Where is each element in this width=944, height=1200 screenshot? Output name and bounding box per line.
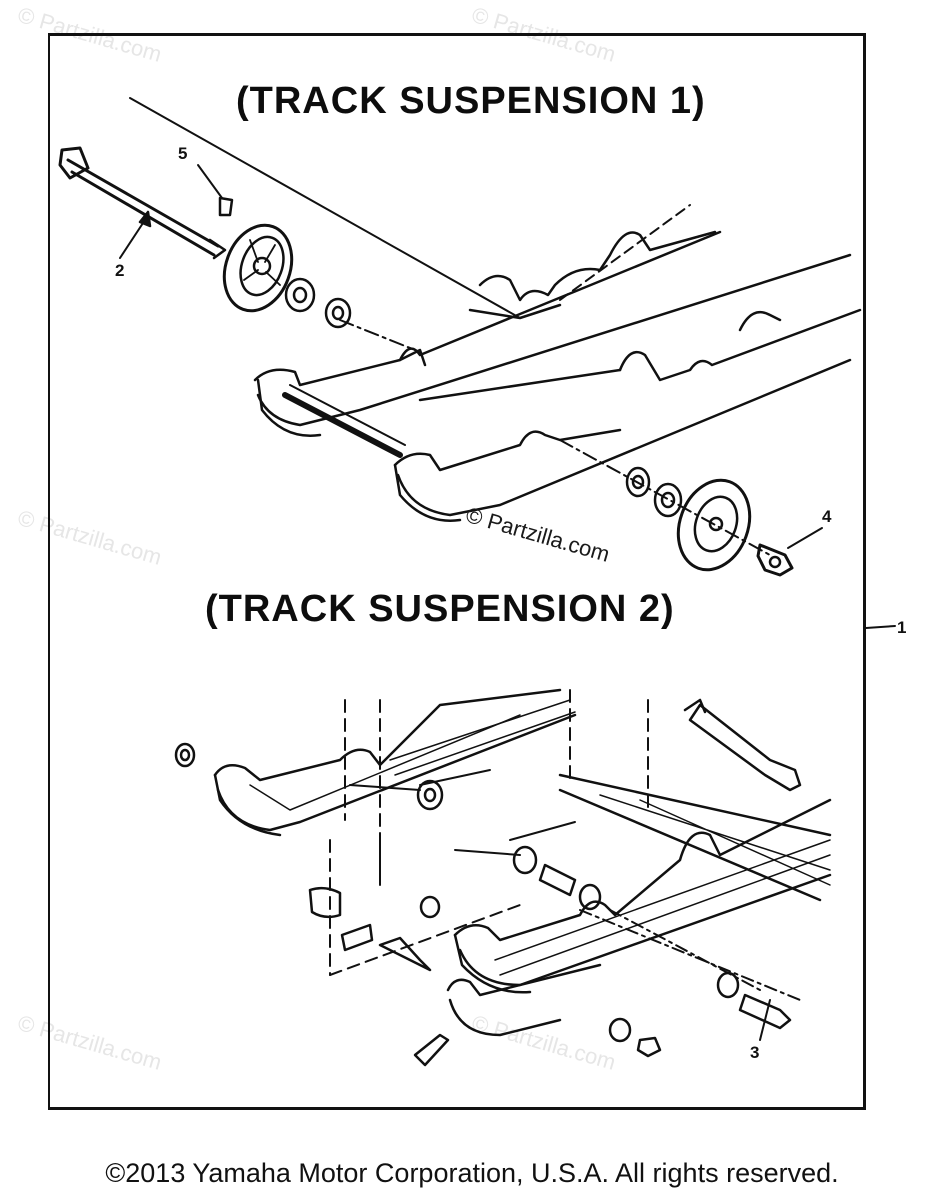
- rail2-upper-top: [213, 688, 562, 782]
- nut-4-hole: [768, 555, 782, 569]
- rail2-bar: [558, 773, 832, 902]
- axle-bolt-tip: [208, 238, 227, 260]
- spacer-b: [512, 845, 538, 875]
- cap-a: [308, 886, 342, 919]
- leader-line-b: [419, 769, 491, 786]
- collar-c: [419, 895, 441, 919]
- wheel-upper-spokes: [243, 239, 281, 286]
- screw-a: [378, 936, 432, 972]
- callout-3[interactable]: 3: [750, 1043, 760, 1062]
- bearing-upper: [284, 277, 316, 313]
- wheel-lower-inner: [693, 495, 739, 553]
- leader-4: [787, 527, 823, 549]
- rail2-bar-hatch: [599, 794, 831, 886]
- rail2-upper-bottom: [216, 713, 577, 832]
- wheel-lower: [676, 478, 752, 572]
- rail2-upper-stripes: [389, 699, 576, 776]
- rail-middle-mid: [418, 368, 622, 402]
- callout-4[interactable]: 4: [822, 507, 832, 526]
- bearing-lower: [653, 482, 683, 518]
- align-line: [559, 439, 771, 556]
- dash-verticals: [329, 689, 649, 976]
- leader-line-c: [454, 849, 521, 856]
- rail-middle-bracket2: [738, 310, 782, 332]
- collar-b: [578, 883, 602, 911]
- rail2-lower-stripes: [494, 839, 831, 976]
- slider-top: [446, 963, 602, 997]
- wheel-lower-hub: [708, 516, 724, 532]
- slider-bottom: [448, 998, 562, 1037]
- wheel-upper-inner: [239, 235, 285, 297]
- spacer-a-inner: [423, 787, 437, 803]
- bearing-upper-inner: [292, 286, 308, 304]
- rail2-lower-nose: [453, 933, 532, 994]
- shaft-a-end: [683, 698, 707, 714]
- axle-bolt-body2: [70, 170, 216, 257]
- heading-track-suspension-2: (TRACK SUSPENSION 2): [205, 588, 675, 630]
- leader-3: [759, 999, 771, 1041]
- rail-lower-bottom: [396, 358, 852, 517]
- cross-shaft-edge: [289, 384, 406, 446]
- copyright-notice: ©2013 Yamaha Motor Corporation, U.S.A. A…: [105, 1158, 839, 1188]
- screw-b: [413, 1033, 450, 1067]
- callout-1[interactable]: 1: [897, 618, 907, 637]
- heading-track-suspension-1: (TRACK SUSPENSION 1): [236, 80, 706, 122]
- nut-a: [636, 1036, 662, 1058]
- rail2-lower-top: [453, 798, 832, 942]
- align-line-3: [579, 909, 801, 1001]
- pin-a: [340, 923, 374, 952]
- guide-line: [129, 97, 521, 319]
- collar-lower-inner: [631, 474, 645, 490]
- align-line: [339, 319, 421, 353]
- collar-upper-inner: [331, 305, 345, 321]
- bearing-lower-inner: [660, 491, 676, 509]
- collar-d: [716, 971, 740, 999]
- cross-shaft: [282, 392, 403, 458]
- wheel-upper: [222, 223, 294, 313]
- leader-line-d: [509, 821, 576, 841]
- rail-middle-bottom: [256, 253, 852, 427]
- rail-middle-bracket: [398, 348, 427, 367]
- collar-a-inner: [179, 748, 191, 762]
- bushing-b: [738, 993, 792, 1030]
- bushing-a: [538, 863, 577, 897]
- collar-upper: [324, 297, 352, 329]
- callout-2[interactable]: 2: [115, 261, 125, 280]
- arrow-2: [138, 210, 152, 228]
- rail-lower-nose: [393, 463, 462, 522]
- rail-lower-top: [393, 428, 622, 472]
- rail-middle-nose: [256, 378, 322, 437]
- rail-upper-dash: [559, 204, 691, 301]
- shaft-a: [688, 703, 802, 792]
- spacer-a: [416, 779, 444, 811]
- wheel-upper-hub: [252, 256, 272, 276]
- dash-diagonal: [329, 904, 521, 976]
- collar-lower: [625, 466, 651, 498]
- leader-2: [119, 219, 146, 259]
- callout-5[interactable]: 5: [178, 144, 188, 163]
- nut-4: [756, 543, 794, 577]
- rail2-upper-ribs: [249, 714, 521, 811]
- axle-bolt-body: [66, 158, 220, 248]
- rail2-upper-nose: [213, 773, 282, 837]
- diagram-frame: [48, 33, 866, 1110]
- leader-line-a: [349, 784, 421, 791]
- leader-1: [865, 625, 896, 629]
- rail-middle-top2: [618, 308, 862, 382]
- small-bolt: [218, 196, 234, 217]
- rail-upper-top: [478, 230, 717, 302]
- washer-a: [608, 1017, 632, 1043]
- collar-a: [174, 742, 196, 768]
- leader-5: [197, 164, 223, 199]
- rail2-lower-bottom: [458, 873, 832, 987]
- axle-bolt-head: [58, 146, 90, 180]
- rail-upper-base: [468, 303, 562, 320]
